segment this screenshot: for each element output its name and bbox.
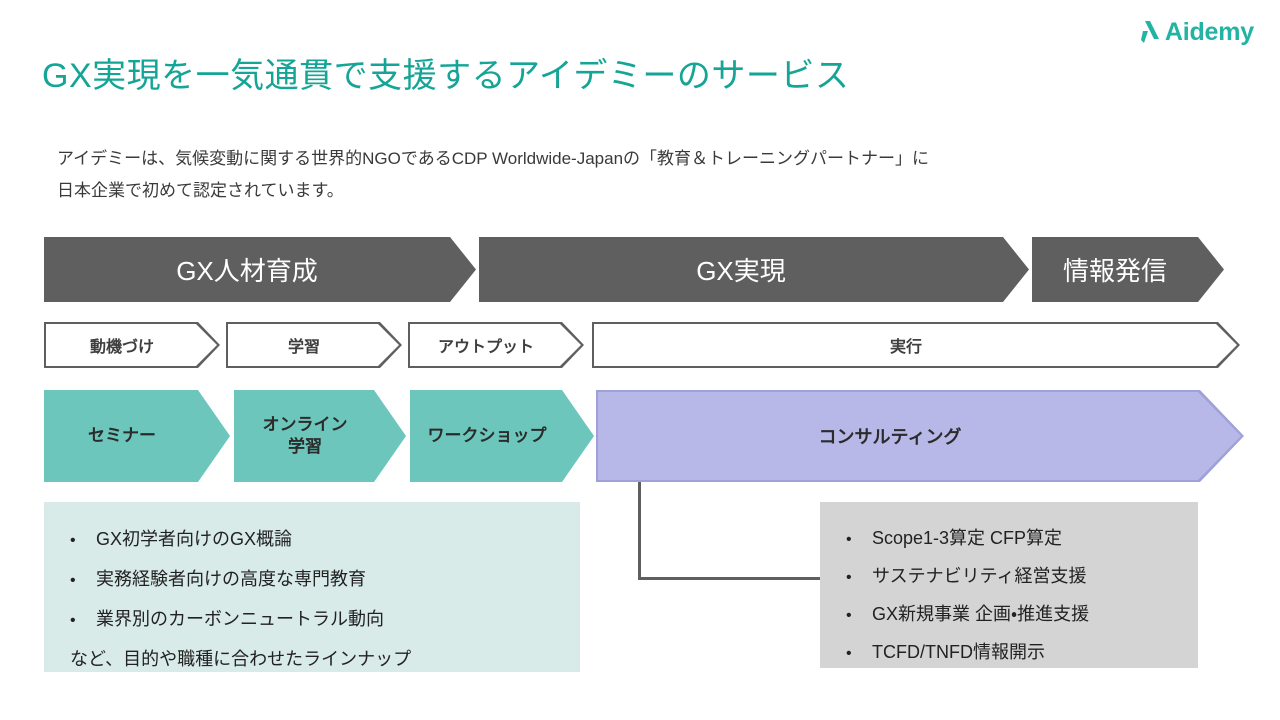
service-label-line-2: 学習 (288, 437, 322, 456)
service-label: ワークショップ (427, 426, 547, 445)
service-workshop: ワークショップ (410, 390, 594, 482)
bullet-icon: • (846, 645, 852, 662)
list-item: • TCFD/TNFD情報開示 (846, 634, 1172, 672)
phase-label: GX人材育成 (176, 256, 318, 286)
list-item-text: サステナビリティ経営支援 (872, 566, 1087, 586)
aidemy-logo: Aidemy (1140, 17, 1254, 46)
connector-horizontal-line (638, 577, 822, 580)
bullet-icon: • (70, 612, 76, 629)
connector-vertical-line (638, 482, 641, 580)
list-item-text: TCFD/TNFD情報開示 (872, 642, 1045, 662)
phase-gx-jitsugen: GX実現 (479, 237, 1029, 302)
training-bullet-list: • GX初学者向けのGX概論 • 実務経験者向けの高度な専門教育 • 業界別のカ… (70, 520, 554, 640)
service-label-line-1: オンライン (262, 415, 348, 434)
aidemy-slash-mark (1140, 21, 1159, 43)
stage-label: 実行 (889, 339, 922, 356)
list-item: • GX初学者向けのGX概論 (70, 520, 554, 560)
phase-joho-hasshin: 情報発信 (1032, 237, 1224, 302)
bullet-icon: • (846, 607, 852, 624)
list-item-text: GX新規事業 企画・推進支援 (872, 604, 1090, 624)
phase-label: 情報発信 (1062, 256, 1167, 286)
training-note: など、目的や職種に合わせたラインナップ (70, 649, 412, 669)
stage-gakushuu: 学習 (226, 322, 402, 368)
slide-subtitle: アイデミーは、気候変動に関する世界的NGOであるCDP Worldwide-Ja… (57, 143, 1197, 207)
stage-fill (410, 324, 582, 366)
stage-doukizuke: 動機づけ (44, 322, 220, 368)
stage-fill (46, 324, 218, 366)
phase-gx-jinzai-ikusei: GX人材育成 (44, 237, 476, 302)
list-item-text: 実務経験者向けの高度な専門教育 (96, 569, 366, 589)
list-item-text: Scope1-3算定 CFP算定 (872, 528, 1063, 548)
list-item: • GX新規事業 企画・推進支援 (846, 596, 1172, 634)
list-item: • 業界別のカーボンニュートラル動向 (70, 600, 554, 640)
page-title: GX実現を一気通貫で支援するアイデミーのサービス (42, 57, 850, 95)
phase-label: GX実現 (696, 256, 786, 286)
consulting-detail-box: • Scope1-3算定 CFP算定 • サステナビリティ経営支援 • GX新規… (820, 502, 1198, 668)
bullet-icon: • (70, 532, 76, 549)
consulting-label: コンサルティング (818, 427, 962, 447)
stage-label: 動機づけ (89, 339, 154, 356)
bullet-icon: • (846, 569, 852, 586)
logo-text: Aidemy (1164, 17, 1254, 46)
service-label: オンライン 学習 (263, 414, 348, 458)
bullet-icon: • (70, 572, 76, 589)
stage-label: 学習 (287, 339, 320, 356)
stage-fill (228, 324, 400, 366)
subtitle-line-2: 日本企業で初めて認定されています。 (57, 181, 344, 200)
stage-label: アウトプット (437, 339, 534, 356)
stage-output: アウトプット (408, 322, 584, 368)
service-label: セミナー (88, 426, 156, 445)
list-item-text: 業界別のカーボンニュートラル動向 (96, 609, 384, 629)
service-online-learning: オンライン 学習 (234, 390, 406, 482)
bullet-icon: • (846, 531, 852, 548)
subtitle-line-1: アイデミーは、気候変動に関する世界的NGOであるCDP Worldwide-Ja… (57, 149, 930, 168)
list-item: • サステナビリティ経営支援 (846, 558, 1172, 596)
list-item: • Scope1-3算定 CFP算定 (846, 520, 1172, 558)
stage-jikkou: 実行 (592, 322, 1240, 368)
service-consulting: コンサルティング (596, 390, 1244, 482)
training-detail-box: • GX初学者向けのGX概論 • 実務経験者向けの高度な専門教育 • 業界別のカ… (44, 502, 580, 672)
service-seminar: セミナー (44, 390, 230, 482)
consulting-fill (598, 392, 1242, 480)
consulting-bullet-list: • Scope1-3算定 CFP算定 • サステナビリティ経営支援 • GX新規… (846, 520, 1172, 672)
stage-fill (594, 324, 1238, 366)
list-item-text: GX初学者向けのGX概論 (96, 529, 293, 549)
list-item: • 実務経験者向けの高度な専門教育 (70, 560, 554, 600)
